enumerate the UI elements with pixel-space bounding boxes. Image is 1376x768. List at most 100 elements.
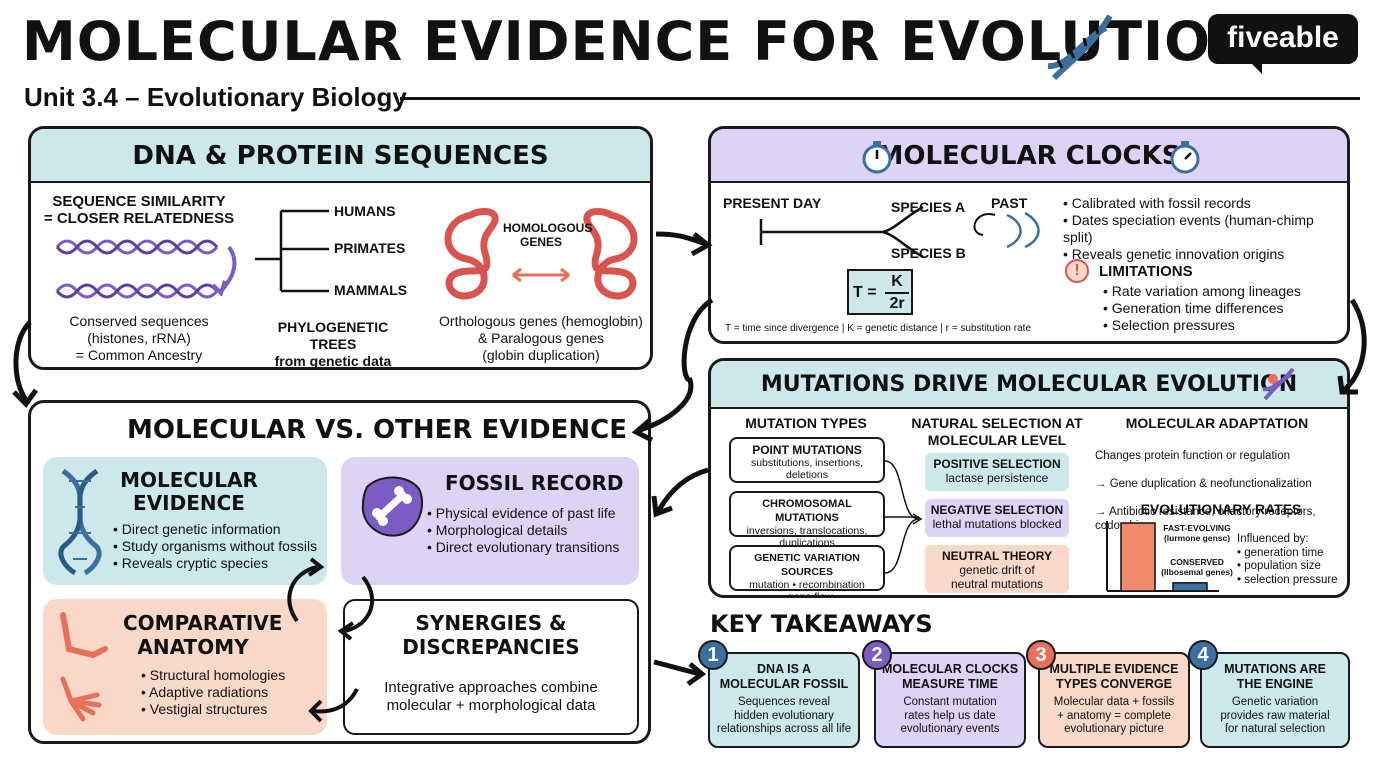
dna-helix-icon [58, 468, 102, 576]
takeaway-card: MULTIPLE EVIDENCE TYPES CONVERGE Molecul… [1038, 652, 1190, 748]
fiveable-logo[interactable]: fiveable [1208, 14, 1358, 64]
mutation-type-card: GENETIC VARIATION SOURCES mutation • rec… [729, 545, 885, 595]
selection-desc: lethal mutations blocked [932, 517, 1062, 531]
comparative-anatomy-title: COMPARATIVE ANATOMY [123, 611, 283, 659]
mutation-type-name: GENETIC VARIATION SOURCES [754, 552, 860, 578]
adaptation-item: → Gene duplication & neofunctionalizatio… [1095, 478, 1312, 490]
fast-evolving-label: FAST-EVOLVING (lurmone gensc) [1163, 523, 1231, 543]
dna-protein-panel: DNA & PROTEIN SEQUENCES SEQUENCE SIMILAR… [28, 126, 653, 370]
adaptation-item: Changes protein function or regulation [1095, 450, 1290, 462]
anatomy-bullet: Structural homologies [141, 667, 285, 684]
molecular-evidence-title: MOLECULAR EVIDENCE [120, 468, 258, 515]
fraction-bar [885, 292, 909, 294]
synergies-text: Integrative approaches combine molecular… [384, 679, 598, 714]
fossil-record-card: FOSSIL RECORD Physical evidence of past … [341, 457, 639, 585]
takeaway-title: MOLECULAR CLOCKS MEASURE TIME [881, 662, 1019, 691]
formula-box: T = K 2r [847, 269, 913, 315]
rates-bar-chart [1106, 521, 1219, 592]
tree-leaf-mammals: MAMMALS [334, 282, 408, 298]
molecular-bullet: Study organisms without fossils [113, 538, 317, 555]
adaptation-item: → Antibiotic resistance, olfactory recep… [1095, 506, 1316, 532]
clocks-bullet: Reveals genetic innovation origins [1063, 246, 1347, 263]
clocks-bullets: Calibrated with fossil records Dates spe… [1063, 195, 1347, 263]
limb-bones-icon [60, 612, 108, 722]
anatomy-bullet: Vestigial structures [141, 701, 285, 718]
header-divider [400, 97, 1360, 100]
mutation-type-name: CHROMOSOMAL MUTATIONS [762, 498, 852, 524]
rates-title: EVOLUTIONARY RATES [1140, 501, 1302, 517]
dna-strands-icon [55, 239, 237, 299]
influenced-title: Influenced by: [1237, 533, 1309, 545]
limitation-item: Rate variation among lineages [1103, 283, 1301, 300]
present-day-label: PRESENT DAY [723, 195, 822, 211]
takeaway-number: 2 [862, 640, 892, 670]
selection-card: NEUTRAL THEORY genetic drift of neutral … [925, 545, 1069, 593]
takeaway-card: DNA IS A MOLECULAR FOSSIL Sequences reve… [708, 652, 860, 748]
formula-numerator: K [891, 273, 903, 290]
molecular-bullet: Reveals cryptic species [113, 555, 317, 572]
fast-evolving-bar [1120, 522, 1156, 592]
mutation-type-card: CHROMOSOMAL MUTATIONS inversions, transl… [729, 491, 885, 549]
mutation-type-desc: mutation • recombination • gene flow [749, 579, 865, 598]
takeaway-text: Sequences reveal hidden evolutionary rel… [716, 696, 852, 735]
mutation-type-card: POINT MUTATIONS substitutions, insertion… [729, 437, 885, 483]
warning-icon: ! [1065, 259, 1089, 283]
fossil-bone-icon [361, 476, 424, 537]
takeaway-title: MULTIPLE EVIDENCE TYPES CONVERGE [1049, 662, 1179, 691]
cycle-arrows-icon [287, 557, 374, 641]
adaptation-title: MOLECULAR ADAPTATION [1125, 415, 1309, 431]
fossil-bullet: Morphological details [427, 522, 619, 539]
selection-name: NEUTRAL THEORY [941, 549, 1052, 563]
selection-desc: lactase persistence [945, 471, 1049, 485]
conserved-sequences-text: Conserved sequences (histones, rRNA) = C… [69, 313, 209, 363]
clocks-bullet: Calibrated with fossil records [1063, 195, 1347, 212]
molecular-evidence-bullets: Direct genetic information Study organis… [113, 521, 317, 572]
limitation-item: Generation time differences [1103, 300, 1301, 317]
takeaway-text: Genetic variation provides raw material … [1220, 696, 1330, 735]
limitations-list: Rate variation among lineages Generation… [1103, 283, 1301, 334]
page-title: MOLECULAR EVIDENCE FOR EVOLUTION [22, 10, 1258, 73]
stopwatch-icon [1170, 141, 1200, 174]
connector-lines [885, 460, 923, 574]
stopwatch-icon [862, 141, 892, 174]
takeaway-text: Constant mutation rates help us date evo… [900, 696, 1000, 735]
species-b-label: SPECIES B [891, 245, 966, 261]
limitations-title: LIMITATIONS [1099, 263, 1193, 280]
conserved-bar [1172, 582, 1208, 592]
phylogenetic-tree-icon [255, 209, 329, 293]
conserved-label: CONSERVED (Ilbosemal genes) [1161, 557, 1233, 577]
selection-desc: genetic drift of neutral mutations [950, 563, 1044, 591]
left-arrow-icon [308, 688, 359, 723]
formula-lhs: T = [853, 284, 877, 301]
molecular-evidence-card: MOLECULAR EVIDENCE Direct genetic inform… [43, 457, 327, 585]
takeaway-title: MUTATIONS ARE THE ENGINE [1224, 662, 1326, 691]
similarity-label: SEQUENCE SIMILARITY = CLOSER RELATEDNESS [43, 193, 235, 227]
anatomy-bullet: Adaptive radiations [141, 684, 285, 701]
mutations-panel: MUTATIONS DRIVE MOLECULAR EVOLUTION MUTA… [708, 358, 1350, 598]
molecular-bullet: Direct genetic information [113, 521, 317, 538]
fossil-bullet: Direct evolutionary transitions [427, 539, 620, 556]
limitation-item: Selection pressures [1103, 317, 1301, 334]
molecular-clocks-panel: MOLECULAR CLOCKS PRESENT DAY SPECIES A S… [708, 126, 1350, 344]
takeaway-number: 3 [1026, 640, 1056, 670]
influence-item: generation time [1237, 547, 1338, 561]
tree-caption: PHYLOGENETIC TREES from genetic data [253, 319, 413, 367]
selection-title: NATURAL SELECTION AT MOLECULAR LEVEL [911, 415, 1083, 448]
mutation-types-title: MUTATION TYPES [745, 415, 867, 431]
selection-name: POSITIVE SELECTION [933, 457, 1061, 471]
past-label: PAST [991, 195, 1028, 211]
influence-item: selection pressure [1237, 574, 1337, 588]
dna-helix-icon [1047, 14, 1113, 81]
fossil-bullet: Physical evidence of past life [427, 505, 619, 522]
clocks-bullet: Dates speciation events (human-chimp spl… [1063, 212, 1347, 246]
species-a-label: SPECIES A [891, 199, 966, 215]
logo-tail [1248, 60, 1262, 74]
takeaways-title: KEY TAKEAWAYS [710, 610, 933, 638]
takeaway-number: 4 [1188, 640, 1218, 670]
tree-leaf-humans: HUMANS [334, 203, 396, 219]
panel-title: DNA & PROTEIN SEQUENCES [31, 129, 650, 183]
synergies-title: SYNERGIES & DISCREPANCIES [402, 611, 580, 659]
formula-note: T = time since divergence | K = genetic … [725, 323, 1032, 334]
fossil-record-title: FOSSIL RECORD [445, 471, 624, 495]
selection-card: NEGATIVE SELECTION lethal mutations bloc… [925, 499, 1069, 537]
